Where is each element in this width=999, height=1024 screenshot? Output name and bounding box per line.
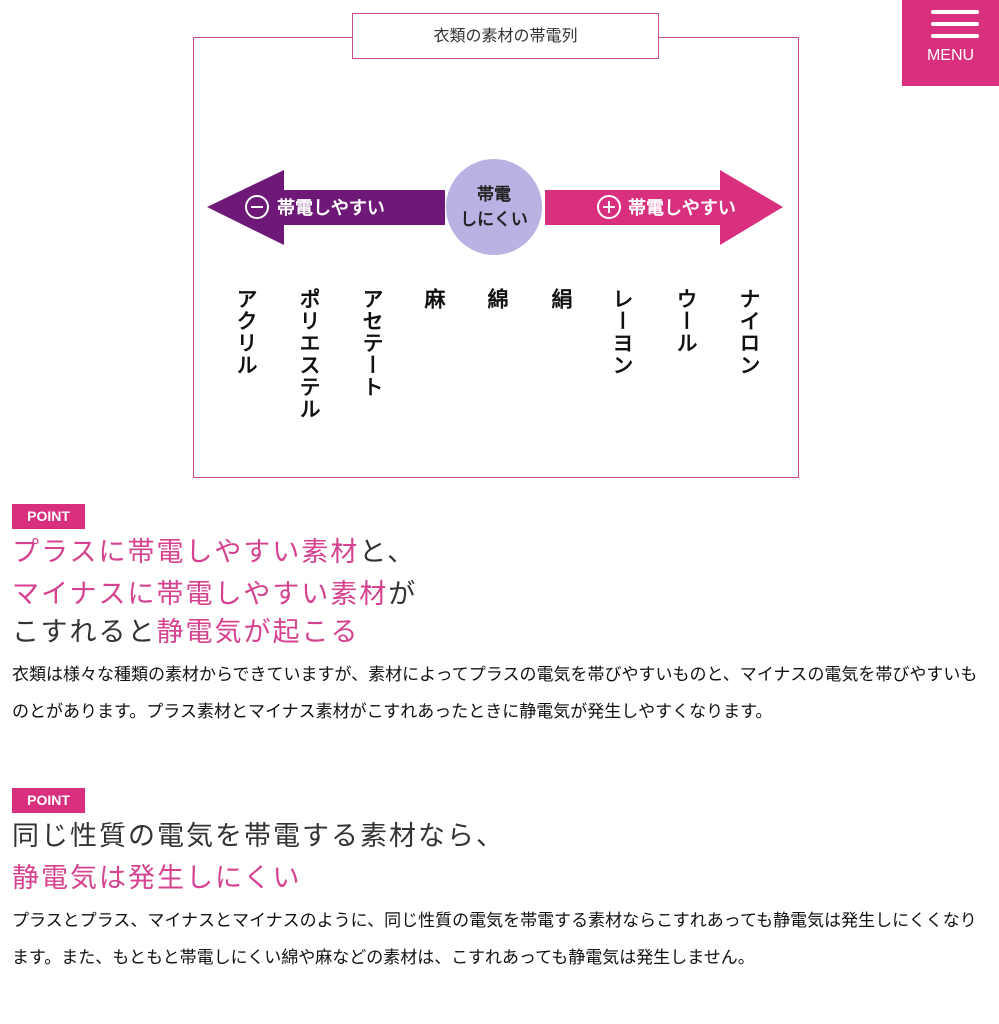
plus-circle-icon xyxy=(597,195,621,219)
point1-heading-line3: こすれると静電気が起こる xyxy=(12,613,359,653)
negative-label: 帯電しやすい xyxy=(277,197,385,219)
charge-arrows: 帯電しやすい 帯電しやすい 帯電 しにくい xyxy=(207,159,783,255)
material-polyester: ポリエステル xyxy=(297,288,321,420)
center-label-line1: 帯電 xyxy=(477,184,511,205)
material-hemp: 麻 xyxy=(422,288,446,310)
menu-button[interactable]: MENU xyxy=(902,0,999,86)
heading-text: こすれると xyxy=(12,617,157,648)
menu-label: MENU xyxy=(926,47,975,64)
material-nylon: ナイロン xyxy=(737,288,761,376)
hamburger-icon xyxy=(931,10,979,14)
material-cotton: 綿 xyxy=(485,288,509,310)
point2-heading-line2: 静電気は発生しにくい xyxy=(12,863,302,894)
minus-circle-icon xyxy=(245,195,269,219)
neutral-circle xyxy=(446,159,542,255)
point1-heading-line2: マイナスに帯電しやすい素材が xyxy=(12,575,417,615)
material-acrylic: アクリル xyxy=(234,288,258,376)
point2-heading-line1: 同じ性質の電気を帯電する素材なら、 xyxy=(12,821,505,852)
material-wool: ウール xyxy=(674,288,698,354)
diagram-title: 衣類の素材の帯電列 xyxy=(352,13,659,59)
heading-highlight: プラスに帯電しやすい素材 xyxy=(12,537,360,568)
material-acetate: アセテート xyxy=(360,288,384,398)
point2-body: プラスとプラス、マイナスとマイナスのように、同じ性質の電気を帯電する素材ならこす… xyxy=(12,911,977,968)
heading-text: が xyxy=(388,579,418,610)
point1-heading-line1: プラスに帯電しやすい素材と、 xyxy=(12,533,416,573)
negative-arrow xyxy=(207,170,445,245)
heading-text: と、 xyxy=(359,537,417,568)
heading-highlight: 静電気が起こる xyxy=(156,617,360,648)
hamburger-icon xyxy=(931,22,979,26)
heading-highlight: マイナスに帯電しやすい素材 xyxy=(12,579,389,610)
center-label-line2: しにくい xyxy=(460,210,528,230)
positive-label: 帯電しやすい xyxy=(628,197,736,219)
positive-arrow xyxy=(545,170,783,245)
material-rayon: レーヨン xyxy=(610,288,634,376)
material-silk: 絹 xyxy=(549,288,573,310)
point-badge: POINT xyxy=(12,504,85,529)
hamburger-icon xyxy=(931,34,979,38)
point1-body: 衣類は様々な種類の素材からできていますが、素材によってプラスの電気を帯びやすいも… xyxy=(12,665,978,722)
point-badge: POINT xyxy=(12,788,85,813)
